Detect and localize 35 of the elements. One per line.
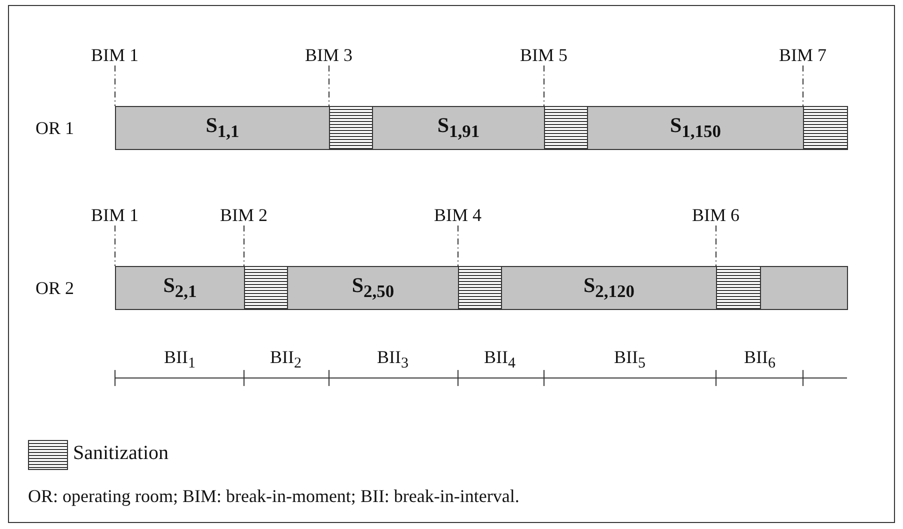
interval-label: BII$_{6}$ <box>744 347 776 373</box>
surgery-bar: S$_{1,91}$ <box>372 106 545 150</box>
interval-label: BII$_{5}$ <box>614 347 646 373</box>
time-label: BIM 3 <box>305 44 353 66</box>
legend-label: Sanitization <box>73 442 169 465</box>
sanitization-block <box>329 106 373 150</box>
surgery-bar: S$_{2,50}$ <box>287 266 459 310</box>
sanitization-block <box>716 266 761 310</box>
time-label: BIM 1 <box>91 44 139 66</box>
interval-label: BII$_{4}$ <box>484 347 516 373</box>
interval-label: BII$_{2}$ <box>270 347 302 373</box>
marker-line <box>328 65 330 106</box>
surgery-bar: S$_{2,120}$ <box>501 266 717 310</box>
time-label: BIM 1 <box>91 204 139 226</box>
room-label: OR 1 <box>36 118 74 138</box>
sanitization-block <box>544 106 588 150</box>
surgery-bar: S$_{2,1}$ <box>115 266 245 310</box>
sanitization-block <box>458 266 502 310</box>
time-label: BIM 5 <box>520 44 568 66</box>
time-label: BIM 4 <box>434 204 482 226</box>
interval-label: BII$_{3}$ <box>377 347 408 373</box>
sanitization-block <box>803 106 848 150</box>
marker-line <box>802 65 804 106</box>
surgery-bar: S$_{1,1}$ <box>115 106 330 150</box>
interval-label: BII$_{1}$ <box>164 347 196 373</box>
surgery-bar: S$_{1,150}$ <box>587 106 804 150</box>
time-label: BIM 2 <box>220 204 268 226</box>
caption: OR: operating room; BIM: break-in-moment; BII: break-in-interval. <box>28 486 520 507</box>
marker-line <box>114 225 116 266</box>
idle-bar <box>760 266 848 310</box>
time-label: BIM 7 <box>779 44 827 66</box>
marker-line <box>114 65 116 106</box>
time-label: BIM 6 <box>692 204 740 226</box>
room-label: OR 2 <box>36 278 74 298</box>
sanitization-block <box>244 266 288 310</box>
